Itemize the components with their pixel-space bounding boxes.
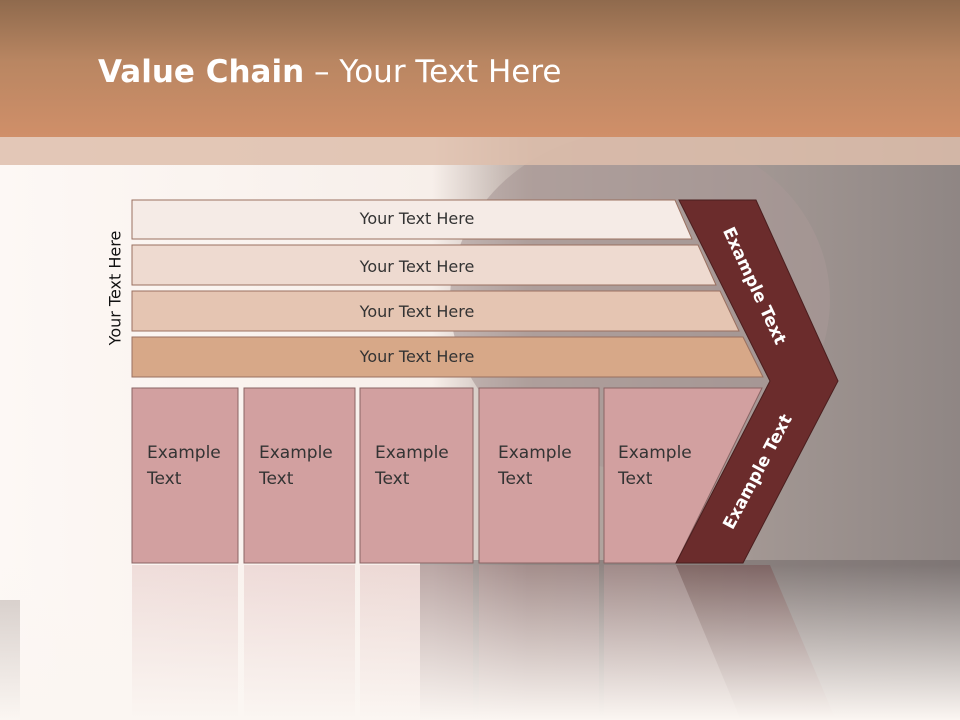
row-bar-2 <box>131 244 717 286</box>
box-label-3-line1: Example <box>375 443 449 463</box>
box-label-4-line2: Text <box>498 469 533 489</box>
box-1 <box>131 387 239 564</box>
box-label-5-line1: Example <box>618 443 692 463</box>
box-label-4-line1: Example <box>498 443 572 463</box>
row-label-2: Your Text Here <box>359 257 475 276</box>
row-bar-4 <box>131 336 764 378</box>
header-strip <box>0 137 960 165</box>
box-label-3-line2: Text <box>375 469 410 489</box>
row-label-1: Your Text Here <box>359 209 475 228</box>
title-rest: – Your Text Here <box>304 54 562 90</box>
row-bar-1 <box>131 199 693 240</box>
box-4 <box>478 387 600 564</box>
box-label-5-line2: Text <box>618 469 653 489</box>
box-label-2-line2: Text <box>259 469 294 489</box>
header-band <box>0 0 960 137</box>
box-3 <box>359 387 474 564</box>
row-label-4: Your Text Here <box>359 347 475 366</box>
box-2 <box>243 387 356 564</box>
box-label-2-line1: Example <box>259 443 333 463</box>
box-label-1-line2: Text <box>147 469 182 489</box>
box-label-1-line1: Example <box>147 443 221 463</box>
diagram-reflection <box>0 565 960 720</box>
chevron-arrow <box>675 199 839 564</box>
title-bold: Value Chain <box>98 54 305 90</box>
row-label-3: Your Text Here <box>359 302 475 321</box>
row-bar-3 <box>131 290 740 332</box>
slide-title: Value Chain – Your Text Here <box>98 54 561 90</box>
